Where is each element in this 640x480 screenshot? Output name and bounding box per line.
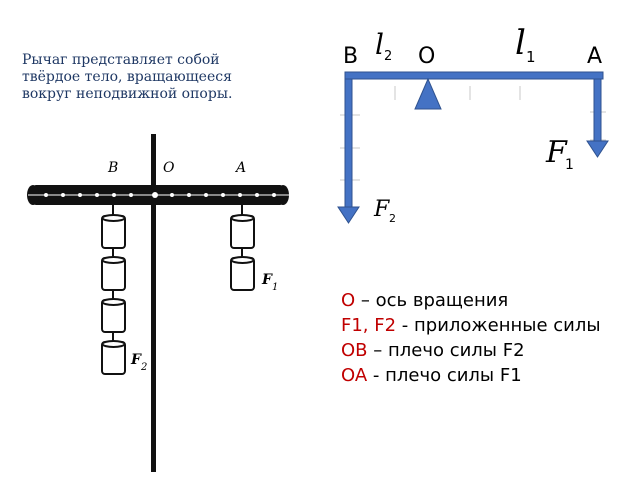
force-f1-arrow <box>586 78 609 158</box>
legend-block: O – ось вращения F1, F2 - приложенные си… <box>341 288 631 388</box>
left-label-f1: F <box>261 272 273 288</box>
legend-key: F1, F2 <box>341 315 397 336</box>
left-label-f1-sub: 1 <box>272 282 278 293</box>
legend-row: O – ось вращения <box>341 288 631 313</box>
weight-stack-left <box>101 205 126 375</box>
right-label-l1-sub: 1 <box>526 48 536 66</box>
legend-row: OB – плечо силы F2 <box>341 338 631 363</box>
legend-text: - плечо силы F1 <box>367 365 522 386</box>
legend-text: – ось вращения <box>355 290 509 311</box>
right-label-a: A <box>587 44 602 69</box>
legend-key: O <box>341 290 356 311</box>
right-label-l2-sub: 2 <box>384 49 392 64</box>
legend-key: OA <box>341 365 368 386</box>
right-label-f1-sub: 1 <box>565 157 574 173</box>
legend-text: - приложенные силы <box>396 315 601 336</box>
legend-text: – плечо силы F2 <box>367 340 525 361</box>
left-label-f2-sub: 2 <box>140 362 147 373</box>
right-label-f2-sub: 2 <box>389 212 396 225</box>
right-label-b: B <box>343 44 358 69</box>
legend-key: OB <box>341 340 368 361</box>
lever-holes <box>44 193 276 197</box>
right-label-f1: F <box>545 135 568 170</box>
legend-row: OA - плечо силы F1 <box>341 363 631 388</box>
left-label-f2: F <box>130 352 142 368</box>
lever-beam <box>344 71 604 80</box>
intro-paragraph: Рычаг представляет собой твёрдое тело, в… <box>22 52 233 102</box>
weight-stack-right <box>230 205 255 291</box>
right-label-l2: l <box>375 28 384 61</box>
left-label-o: O <box>163 160 175 176</box>
left-label-a: A <box>234 160 246 176</box>
left-label-b: B <box>107 160 118 176</box>
right-label-l1: l <box>515 23 526 63</box>
support-rod <box>151 134 156 472</box>
right-label-o: O <box>418 44 435 69</box>
pivot-point <box>152 192 158 198</box>
legend-row: F1, F2 - приложенные силы <box>341 313 631 338</box>
pivot-triangle <box>414 77 442 110</box>
force-f2-arrow <box>337 78 360 224</box>
right-label-f2: F <box>373 197 390 222</box>
